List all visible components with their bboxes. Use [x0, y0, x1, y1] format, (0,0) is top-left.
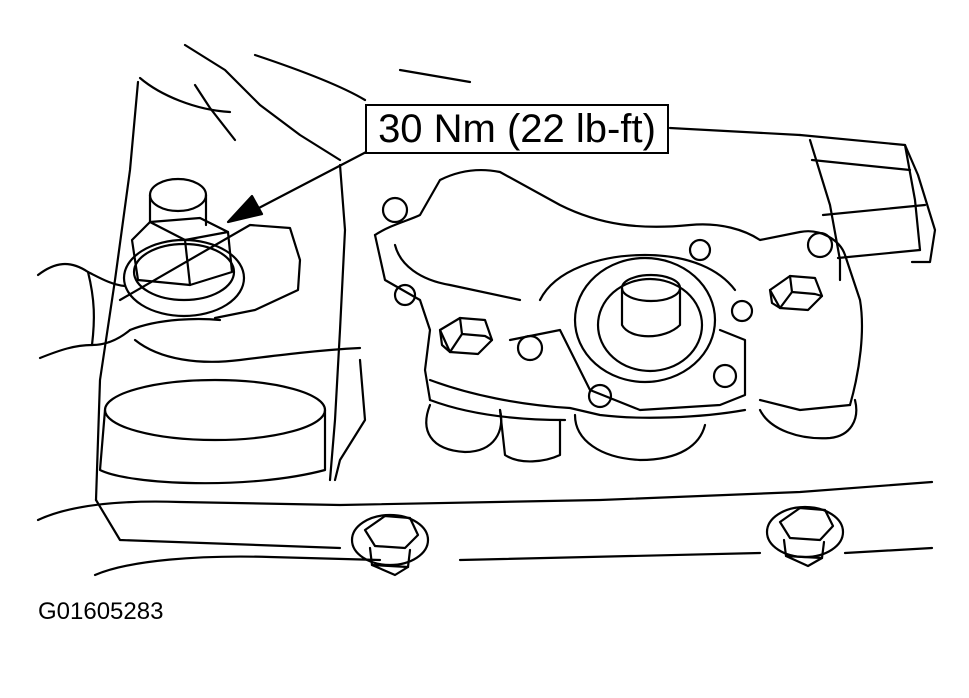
- figure-id: G01605283: [38, 598, 164, 625]
- shift-lever-shaft: [38, 225, 360, 362]
- pan-rail: [38, 482, 932, 575]
- housing-background-lines: [96, 45, 800, 500]
- torque-callout: 30 Nm (22 lb-ft): [365, 104, 669, 154]
- pan-bolt-left: [352, 515, 428, 575]
- plate-bolt-right: [770, 276, 822, 310]
- cover-plate: [375, 170, 862, 420]
- pan-bolt-right: [767, 507, 843, 566]
- lower-castings: [100, 360, 856, 483]
- callout-arrow: [228, 150, 370, 222]
- electrical-connector: [800, 135, 935, 280]
- plate-bolt-left: [440, 318, 492, 354]
- torque-bolt: [124, 179, 244, 316]
- center-boss: [540, 255, 735, 382]
